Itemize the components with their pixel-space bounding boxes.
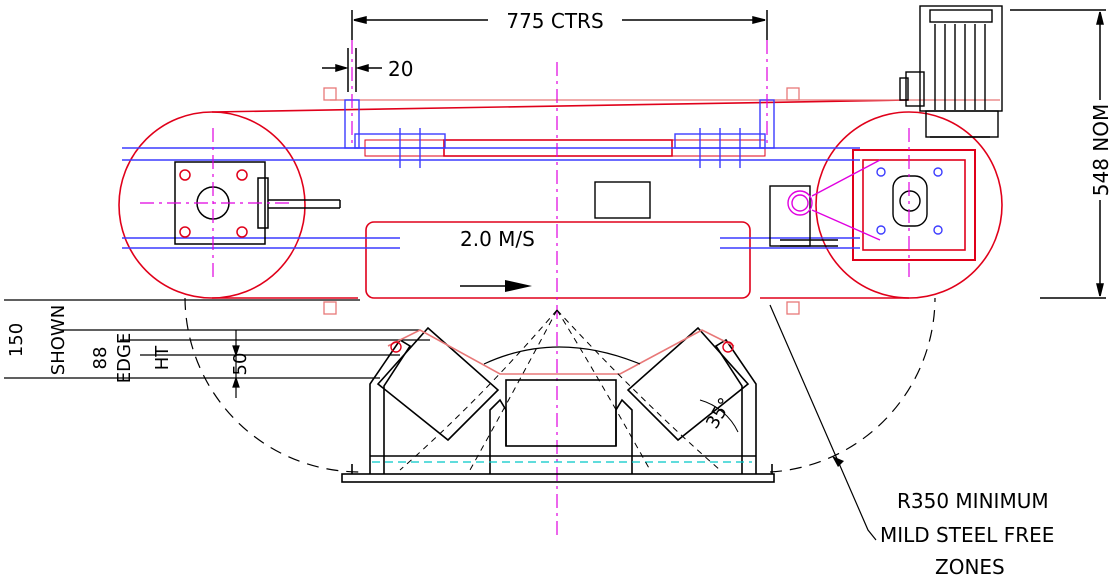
small-dimension-label: 50: [230, 353, 251, 376]
nom-dimension-label: 548 NOM: [1089, 104, 1111, 197]
field-lines: [399, 309, 721, 471]
troughing-idler: [341, 326, 775, 483]
left-bolt-icon: [390, 341, 402, 353]
belt-speed-label: 2.0 M/S: [460, 227, 535, 251]
material-load: [483, 346, 641, 365]
nom-dimension: [1010, 9, 1106, 299]
pin-dimension: [322, 48, 382, 92]
edge-word: EDGE: [114, 333, 135, 384]
ht-word: HT: [152, 345, 173, 371]
shown-word: SHOWN: [48, 305, 69, 375]
tensioner: [769, 185, 838, 247]
note-line-3: ZONES: [935, 555, 1005, 579]
troughed-belt: [387, 329, 735, 375]
steel-free-zone: [184, 297, 936, 473]
note-line-2: MILD STEEL FREE: [880, 523, 1054, 547]
inspection-cover: [594, 181, 651, 219]
angle-label: 35°: [702, 394, 736, 432]
pin-dimension-label: 20: [388, 57, 413, 81]
note-line-1: R350 MINIMUM: [897, 489, 1049, 513]
angle-arc: [699, 399, 739, 433]
motor: [899, 5, 1003, 138]
edge-dimension-label: 88: [90, 347, 111, 370]
centers-dimension: [351, 10, 768, 40]
edge-dimensions: [4, 299, 430, 398]
gearbox: [811, 159, 943, 241]
mount-lugs: [323, 87, 800, 315]
note-leader: [769, 304, 877, 541]
belt-direction-arrow: [460, 280, 532, 292]
right-bolt-icon: [722, 341, 734, 353]
centers-dimension-label: 775 CTRS: [506, 9, 603, 33]
belt-and-pulleys: [118, 99, 1003, 299]
frame: [122, 99, 860, 249]
centerlines: [140, 40, 910, 540]
shown-dimension-label: 150: [6, 323, 27, 357]
